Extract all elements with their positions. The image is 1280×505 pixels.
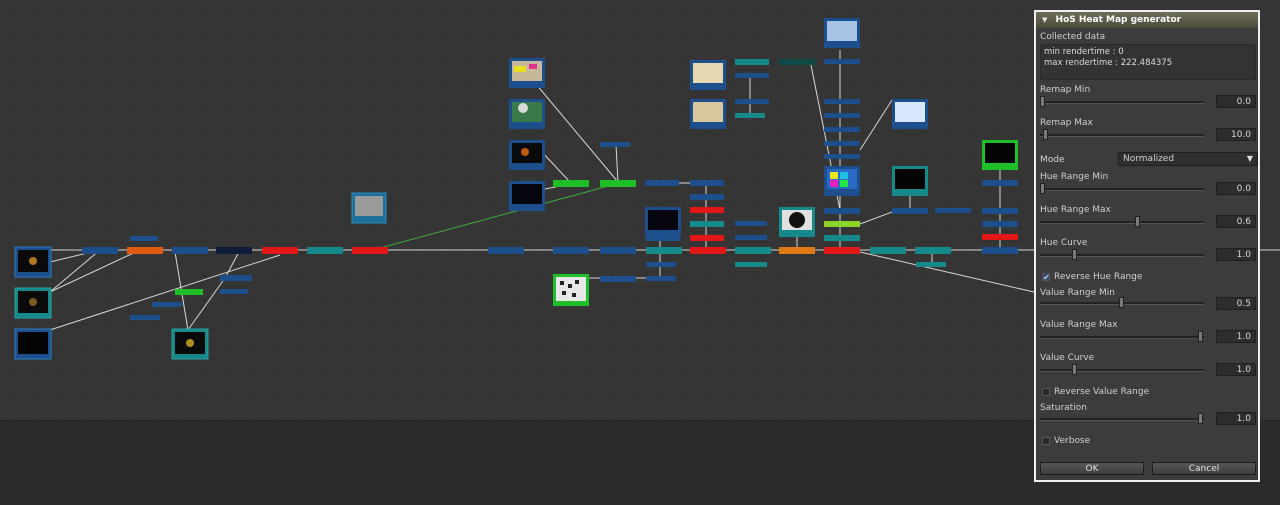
saturation-slider[interactable] (1040, 413, 1204, 424)
value-range-max-slider[interactable] (1040, 331, 1204, 342)
slider-thumb[interactable] (1198, 331, 1203, 342)
slider-thumb[interactable] (1040, 183, 1045, 194)
reverse-hue-range-label: Reverse Hue Range (1054, 272, 1143, 282)
remap-min-slider[interactable] (1040, 96, 1204, 107)
ok-button[interactable]: OK (1040, 462, 1144, 475)
value-range-max-label: Value Range Max (1040, 320, 1118, 330)
hue-range-min-slider[interactable] (1040, 183, 1204, 194)
saturation-value[interactable]: 1.0 (1216, 412, 1256, 425)
remap-min-value[interactable]: 0.0 (1216, 95, 1256, 108)
verbose-checkbox[interactable] (1042, 437, 1050, 445)
dialog-titlebar[interactable]: ▼ HoS Heat Map generator (1036, 12, 1258, 28)
value-range-min-slider[interactable] (1040, 297, 1204, 308)
node-graph[interactable] (0, 0, 1280, 420)
value-range-min-label: Value Range Min (1040, 288, 1115, 298)
remap-max-value[interactable]: 10.0 (1216, 128, 1256, 141)
hue-range-min-value[interactable]: 0.0 (1216, 182, 1256, 195)
remap-max-label: Remap Max (1040, 118, 1093, 128)
remap-max-slider[interactable] (1040, 129, 1204, 140)
value-curve-slider[interactable] (1040, 364, 1204, 375)
reverse-value-range-label: Reverse Value Range (1054, 387, 1150, 397)
tool-nodes[interactable] (82, 59, 1018, 320)
cancel-button[interactable]: Cancel (1152, 462, 1256, 475)
slider-thumb[interactable] (1119, 297, 1124, 308)
dialog-title: HoS Heat Map generator (1055, 15, 1182, 25)
collapse-triangle-icon[interactable]: ▼ (1042, 16, 1048, 24)
value-range-max-value[interactable]: 1.0 (1216, 330, 1256, 343)
hue-range-max-value[interactable]: 0.6 (1216, 215, 1256, 228)
slider-thumb[interactable] (1071, 364, 1077, 375)
hue-curve-label: Hue Curve (1040, 238, 1088, 248)
hue-range-max-label: Hue Range Max (1040, 205, 1111, 215)
collected-data-box: min rendertime : 0 max rendertime : 222.… (1040, 44, 1256, 80)
verbose-label: Verbose (1054, 436, 1091, 446)
reverse-hue-range-checkbox[interactable]: ✔ (1042, 273, 1050, 282)
reverse-value-range-checkbox[interactable] (1042, 388, 1050, 396)
slider-thumb[interactable] (1043, 129, 1049, 140)
viewer-nodes[interactable] (14, 18, 1018, 360)
collected-data-label: Collected data (1040, 32, 1106, 42)
saturation-label: Saturation (1040, 403, 1087, 413)
hue-range-min-label: Hue Range Min (1040, 172, 1109, 182)
hue-curve-value[interactable]: 1.0 (1216, 248, 1256, 261)
value-range-min-value[interactable]: 0.5 (1216, 297, 1256, 310)
hue-curve-slider[interactable] (1040, 249, 1204, 260)
slider-thumb[interactable] (1198, 413, 1203, 424)
remap-min-label: Remap Min (1040, 85, 1091, 95)
value-curve-label: Value Curve (1040, 353, 1095, 363)
dropdown-arrow-icon: ▼ (1246, 154, 1253, 163)
slider-thumb[interactable] (1071, 249, 1077, 260)
mode-value: Normalized (1123, 154, 1175, 164)
mode-dropdown[interactable]: Normalized ▼ (1118, 152, 1258, 166)
heat-map-dialog: ▼ HoS Heat Map generator Collected data … (1034, 10, 1260, 482)
mode-label: Mode (1040, 155, 1065, 165)
slider-thumb[interactable] (1040, 96, 1045, 107)
hue-range-max-slider[interactable] (1040, 216, 1204, 227)
slider-thumb[interactable] (1134, 216, 1140, 227)
min-rendertime-text: min rendertime : 0 (1044, 47, 1124, 57)
value-curve-value[interactable]: 1.0 (1216, 363, 1256, 376)
green-connection (379, 183, 617, 249)
max-rendertime-text: max rendertime : 222.484375 (1044, 58, 1173, 68)
